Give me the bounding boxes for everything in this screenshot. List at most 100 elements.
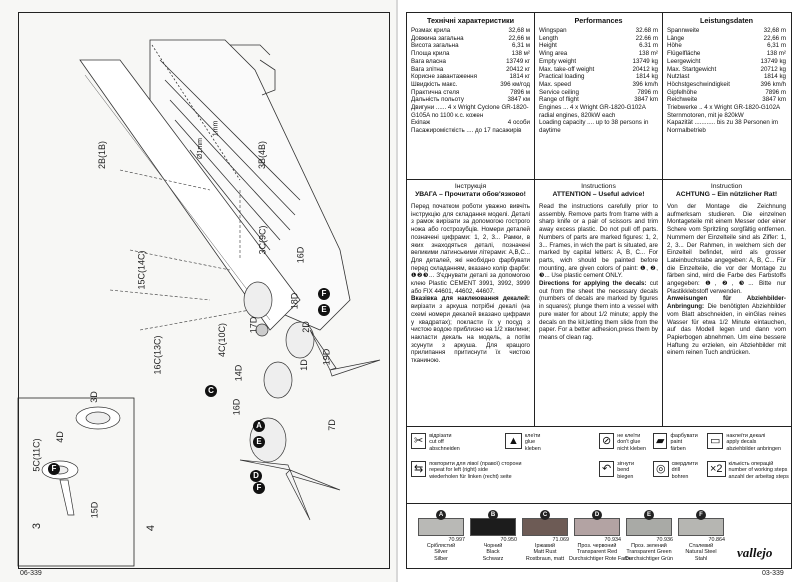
part-label: 18D [289, 292, 300, 310]
spec-value: 6,31 m [767, 42, 786, 50]
paint-code: 70.997 [448, 537, 466, 543]
part-label: 3C(9C) [257, 225, 268, 255]
spec-value: 3847 km [762, 96, 786, 104]
spec-label: Range of flight [539, 96, 579, 104]
decal-title: Вказівка для наклеювання декалей: [411, 295, 530, 303]
spec-value: 32,68 m [763, 27, 786, 34]
spec-label: Wingspan [539, 27, 567, 34]
part-label: 16D [231, 398, 242, 416]
spec-label: Wing area [539, 50, 568, 58]
decal-title: Anweisungen für Abziehbilder-Anbringung: [667, 295, 786, 311]
decal-text: Die benötigten Abziehbilder vom Blatt ab… [667, 303, 786, 357]
color-callout: F [253, 482, 265, 494]
color-letter-badge: B [488, 510, 498, 520]
page-number: 06-339 [20, 570, 42, 577]
symbol-label: свердлити drill bohren [671, 461, 698, 480]
part-label: 4D [54, 431, 65, 443]
spec-label: Nutzlast [667, 73, 690, 81]
spec-value: 20412 kg [632, 65, 658, 73]
part-label: 7D [326, 419, 337, 431]
flap-part [79, 59, 301, 331]
spec-label: Практична стеля [411, 88, 460, 96]
spec-label: Height [539, 42, 557, 50]
page-frame [18, 12, 390, 569]
spec-label: Екіпаж [411, 119, 431, 127]
part-label: 2B(1B) [97, 140, 108, 170]
wheel-drawing [41, 406, 121, 516]
spec-label: Вага злітна [411, 65, 444, 73]
spec-value: 138 m² [766, 50, 786, 58]
column-divider [534, 13, 535, 426]
spec-value: 6.31 m [639, 42, 658, 50]
instruction-warning: УВАГА – Прочитати обов'язково! [415, 191, 526, 198]
column-divider [662, 13, 663, 426]
color-callout: F [318, 288, 330, 300]
symbol-item: ↶зігнути bend biegen [599, 461, 634, 480]
color-sample: A [418, 510, 464, 536]
spec-label: Max. take-off weight [539, 65, 595, 73]
color-sample: F [678, 510, 724, 536]
symbol-label: кількість операцій number of working ste… [728, 461, 789, 480]
spec-label: Вага власна [411, 57, 446, 65]
part-label: 15C(14C) [136, 250, 147, 290]
spec-label: Höhe [667, 42, 682, 50]
decal-icon: ▭ [707, 433, 724, 449]
capacity-spec: Kapazität ............ bis zu 38 Persone… [667, 119, 779, 135]
symbol-label: наклеїти декалі apply decals abziehbilde… [726, 433, 781, 452]
spec-row: Wingspan 32.68 m [539, 27, 658, 35]
spec-value: 32.68 m [635, 27, 658, 34]
paint-code: 70.950 [500, 537, 518, 543]
cut-icon: ✂ [411, 433, 427, 449]
spec-value: 396 км/год [500, 80, 530, 88]
color-callout: C [205, 385, 217, 397]
spec-value: 138 м² [511, 50, 530, 58]
engine-spec: Triebwerke .. 4 x Wright GR-1820-G102A S… [667, 104, 780, 119]
part-label: 15D [89, 501, 100, 519]
instruction-title: Instruction [710, 183, 743, 190]
decal-title: Directions for applying the decals: [539, 280, 647, 288]
spec-label: Spannweite [667, 27, 700, 34]
spec-label: Max. Startgewicht [667, 65, 717, 73]
spec-value: 20712 kg [760, 65, 786, 73]
spec-label: Швидкість макс. [411, 80, 458, 88]
color-sample: E [626, 510, 672, 536]
part-label: 1mm [212, 120, 220, 137]
color-letter-badge: D [592, 510, 602, 520]
spec-label: Höchstgeschwindigkeit [667, 80, 730, 88]
section-divider [407, 503, 791, 504]
spec-row: Max. take-off weight 20412 kg [539, 66, 658, 74]
part-label: 19D [321, 348, 332, 366]
spec-value: 7896 м [510, 88, 530, 96]
decal-text: вирізати з аркуша потрібні декалі (на сх… [411, 303, 530, 365]
part-label: 14D [233, 364, 244, 382]
color-sample: D [574, 510, 620, 536]
instruction-warning: ACHTUNG – Ein nützlicher Rat! [675, 191, 778, 198]
instruction-text: Von der Montage die Zeichnung aufmerksam… [667, 203, 786, 295]
spec-value: 13749 кг [506, 57, 530, 65]
spec-value: 1814 кг [509, 73, 530, 81]
part-label: 5C(11C) [31, 438, 42, 472]
